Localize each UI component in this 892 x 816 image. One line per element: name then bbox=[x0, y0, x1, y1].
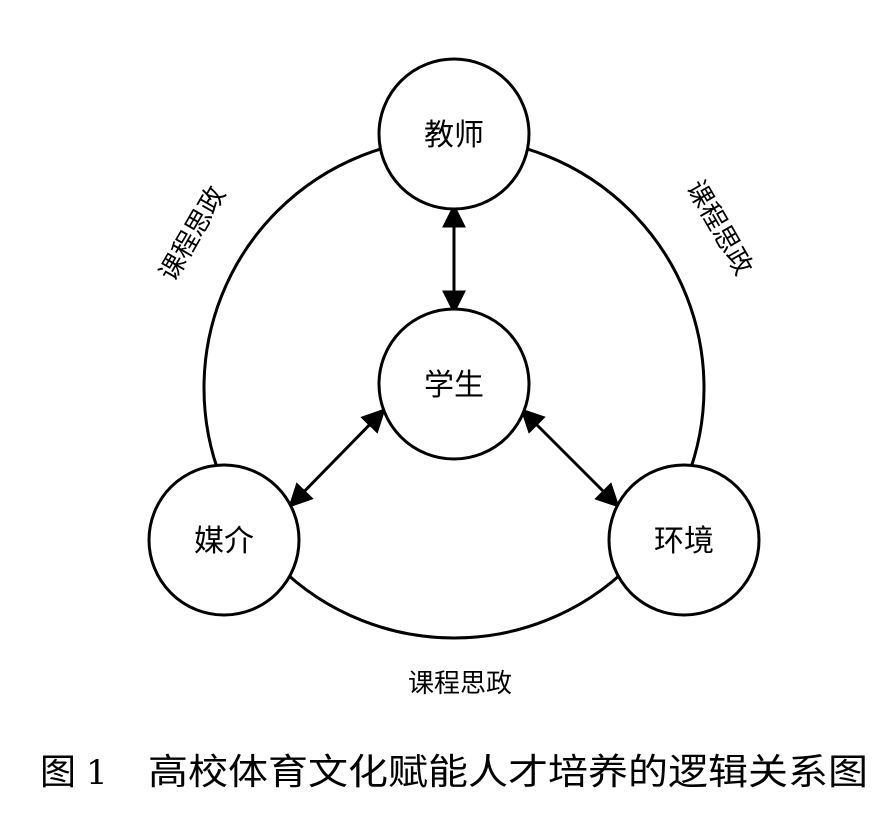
node-teacher-label: 教师 bbox=[424, 118, 484, 153]
node-environment-label: 环境 bbox=[654, 524, 714, 559]
edge-label-left: 课程思政 bbox=[154, 181, 232, 286]
node-teacher bbox=[377, 57, 531, 211]
node-student bbox=[377, 307, 531, 461]
caption-figure-label: 图 bbox=[40, 752, 76, 793]
caption-figure-number: 1 bbox=[86, 753, 108, 793]
arrow-environment-student bbox=[520, 408, 620, 508]
node-student-label: 学生 bbox=[424, 368, 484, 403]
edge-label-right: 课程思政 bbox=[680, 175, 758, 280]
node-media bbox=[147, 463, 301, 617]
node-environment bbox=[607, 463, 761, 617]
node-media-label: 媒介 bbox=[194, 524, 254, 559]
edge-label-bottom: 课程思政 bbox=[408, 669, 512, 699]
caption-title: 高校体育文化赋能人才培养的逻辑关系图 bbox=[148, 752, 868, 793]
arrow-media-student bbox=[288, 408, 386, 508]
